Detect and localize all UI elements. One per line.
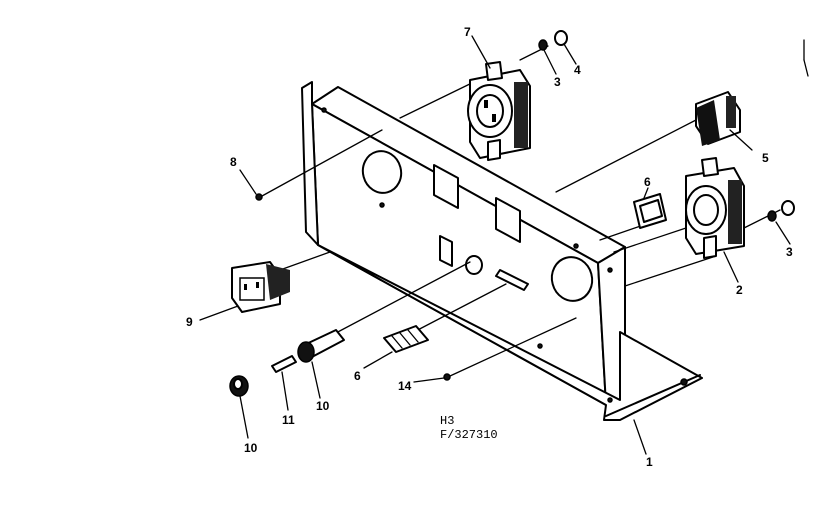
- nut-washer-right: [767, 200, 795, 222]
- screw-8: [255, 193, 263, 201]
- callout-6-left: 6: [354, 369, 361, 383]
- drawing-code-line2: F/327310: [440, 428, 498, 442]
- control-panel: [301, 81, 703, 421]
- callout-5: 5: [762, 151, 769, 165]
- bracket-6: [633, 193, 667, 229]
- callout-3-top: 3: [554, 75, 561, 89]
- callout-labels: 7 3 4 5 6 8 3 2 9 6 14 10 11 10 1: [186, 25, 793, 469]
- drawing-code-line1: H3: [440, 414, 454, 428]
- receptacle-2: [685, 157, 745, 259]
- callout-7: 7: [464, 25, 471, 39]
- alignment-lines: [261, 45, 781, 377]
- callout-2: 2: [736, 283, 743, 297]
- callout-6-right: 6: [644, 175, 651, 189]
- callout-14: 14: [398, 379, 412, 393]
- callout-10-mid: 10: [316, 399, 330, 413]
- callout-8: 8: [230, 155, 237, 169]
- callout-3-right: 3: [786, 245, 793, 259]
- screw-14: [443, 373, 451, 381]
- callout-4: 4: [574, 63, 581, 77]
- leader-lines: [199, 35, 791, 455]
- nut-washer-top: [538, 30, 568, 51]
- fuse-holder: [229, 329, 345, 397]
- callout-9: 9: [186, 315, 193, 329]
- terminal-strip-6: [383, 325, 429, 353]
- callout-1: 1: [646, 455, 653, 469]
- rocker-switch-5: [695, 91, 741, 146]
- callout-10-left: 10: [244, 441, 258, 455]
- callout-11: 11: [282, 413, 295, 427]
- edge-mark: [803, 59, 809, 77]
- receptacle-7: [467, 61, 531, 161]
- outlet-9: [231, 261, 290, 313]
- drawing-code: H3 F/327310: [440, 414, 498, 442]
